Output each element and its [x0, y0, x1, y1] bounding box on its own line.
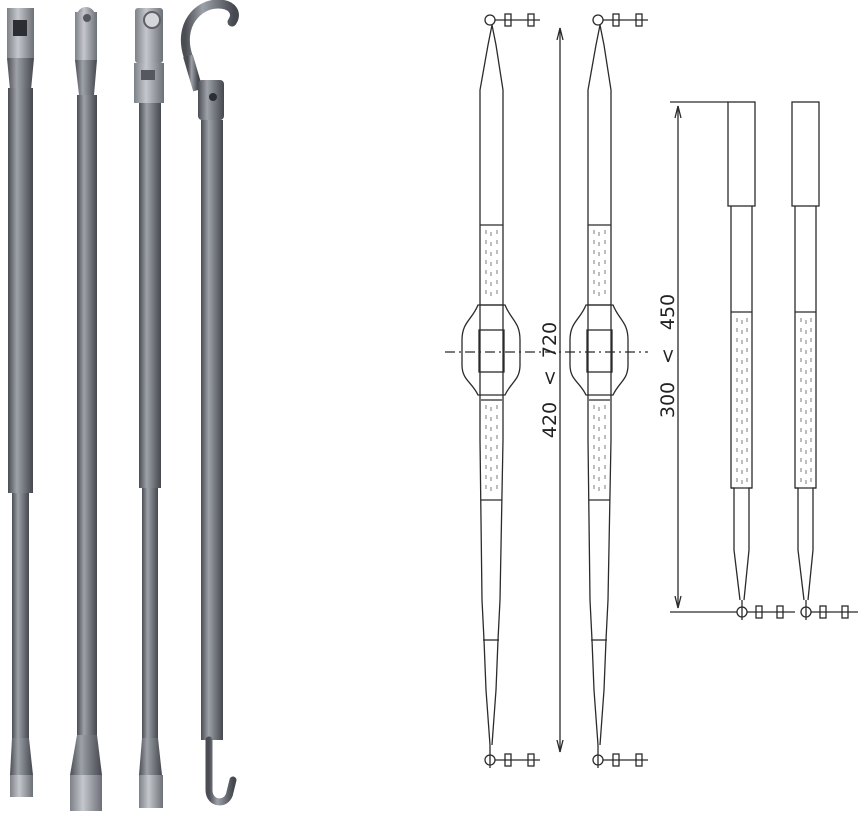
hook-rivet [209, 93, 217, 101]
square-socket-hole [13, 20, 27, 36]
blade-taper [139, 738, 162, 775]
tool-clamp-head-rod [134, 8, 164, 808]
clamp-collar [134, 63, 164, 103]
top-eye [484, 14, 496, 26]
rod-a-center-knob [461, 304, 521, 396]
dimension-value-300: 300 [657, 382, 679, 418]
grip-hatching-left-pair [485, 230, 606, 495]
dimension-value-450: 450 [657, 294, 679, 330]
dimension-value-720: 720 [539, 322, 561, 358]
lower-hook [205, 736, 237, 806]
technical-drawing [445, 13, 858, 768]
drawing-rod-b [569, 14, 629, 768]
drawing-rod-a [461, 14, 521, 768]
knob-inner [478, 329, 505, 373]
dimension-arrow-bottom [674, 595, 682, 609]
rod-c-left-edge [730, 206, 741, 601]
flat-blade-tip [10, 775, 33, 797]
tool-pin-head-rod [70, 7, 102, 811]
dimension-value-420: 420 [539, 402, 561, 438]
rod-a-right-edge [491, 24, 504, 746]
ring-connectors-right-pair [747, 605, 858, 619]
dimension-arrow-top [556, 27, 564, 41]
rod-d-handle [791, 101, 820, 207]
dimension-arrow-top [674, 105, 682, 119]
hook-tool-icon [180, 0, 239, 61]
rod-c-right-edge [743, 206, 753, 601]
shaft [77, 95, 97, 735]
rod-b-left-edge [587, 24, 601, 746]
knob-inner [586, 329, 613, 373]
shaft [201, 120, 223, 740]
clamp-slot [141, 70, 155, 80]
dimension-label-right-pair: 300 < 450 [657, 294, 679, 418]
dimension-separator: < [539, 370, 561, 386]
tool-hook-rod [180, 0, 239, 806]
flat-blade-tip [139, 775, 163, 808]
upper-shaft [139, 103, 161, 488]
clamp-bolt [143, 11, 161, 29]
flat-blade-tip [70, 775, 102, 811]
rod-b-right-edge [599, 24, 612, 746]
hook-neck [183, 54, 203, 92]
blade-taper [10, 738, 33, 775]
pin-head-taper [75, 60, 97, 95]
rod-b-center-knob [569, 304, 629, 396]
top-eye [592, 14, 604, 26]
socket-taper [7, 58, 34, 90]
dimension-label-left-pair: 420 < 720 [539, 322, 561, 438]
lower-shaft [142, 488, 158, 738]
rod-c-handle [727, 101, 756, 207]
rod-a-left-edge [479, 24, 493, 746]
rod-d-right-edge [807, 206, 817, 601]
drawing-rod-c [727, 101, 756, 620]
blade-taper [70, 735, 102, 775]
lower-shaft [12, 493, 29, 738]
grip-hatching-right-pair [736, 318, 812, 484]
rod-d-left-edge [794, 206, 805, 601]
tool-square-socket-rod [7, 8, 34, 797]
pin-head-block [75, 12, 97, 60]
upper-shaft [8, 88, 33, 493]
dimension-arrow-bottom [556, 739, 564, 753]
ring-connectors-left-pair [495, 13, 648, 767]
dimension-separator: < [657, 348, 679, 364]
pin-hole [83, 14, 91, 22]
